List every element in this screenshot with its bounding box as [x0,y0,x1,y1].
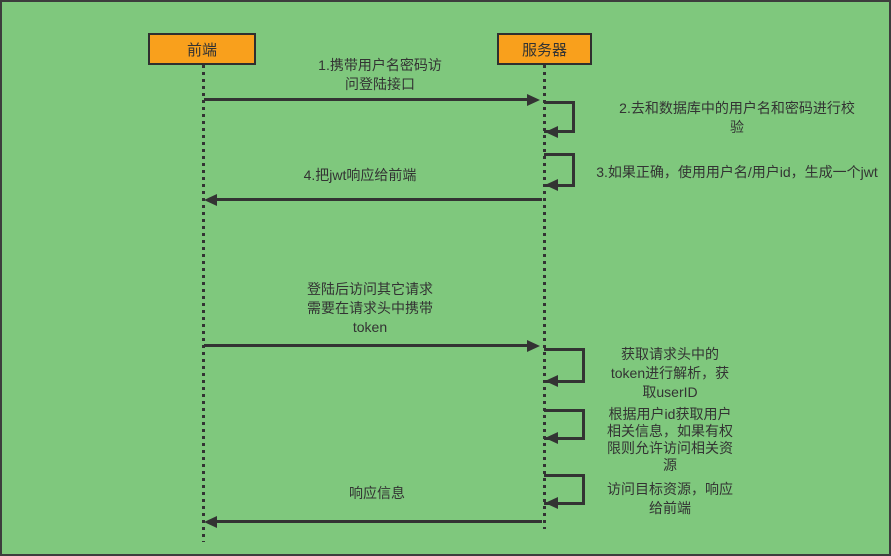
self-loop-check-permission [544,409,585,440]
self-loop-access-resource [544,474,585,505]
self-loop-generate-jwt [544,153,575,187]
message-label-jwt-response: 4.把jwt响应给前端 [303,167,417,183]
arrowhead-left-icon [204,194,217,206]
message-label-login-request: 1.携带用户名密码访 问登陆接口 [318,57,442,92]
lifeline-server [543,65,546,529]
message-label-response-info: 响应信息 [349,485,405,501]
arrowhead-right-icon [527,340,540,352]
arrowhead-left-icon [545,179,558,191]
arrowhead-left-icon [545,432,558,444]
actor-frontend: 前端 [148,33,256,65]
message-label-generate-jwt: 3.如果正确，使用用户名/用户id，生成一个jwt [596,164,878,180]
arrow-line [216,198,542,201]
arrow-line [204,344,530,347]
actor-server: 服务器 [497,33,592,65]
self-loop-verify-credentials [544,101,575,133]
arrowhead-left-icon [545,126,558,138]
arrowhead-left-icon [545,375,558,387]
message-label-access-resource: 访问目标资源，响应 给前端 [607,481,733,516]
arrowhead-right-icon [527,94,540,106]
message-label-verify-credentials: 2.去和数据库中的用户名和密码进行校 验 [619,100,855,135]
arrow-line [216,520,542,523]
arrowhead-left-icon [204,516,217,528]
message-label-check-permission: 根据用户id获取用户 相关信息，如果有权 限则允许访问相关资 源 [607,406,733,473]
message-label-request-with-token: 登陆后访问其它请求 需要在请求头中携带 token [307,281,433,335]
self-loop-parse-token [544,348,585,383]
arrow-line [204,98,530,101]
message-label-parse-token: 获取请求头中的 token进行解析，获 取userID [610,346,730,400]
arrowhead-left-icon [545,497,558,509]
lifeline-frontend [202,65,205,542]
